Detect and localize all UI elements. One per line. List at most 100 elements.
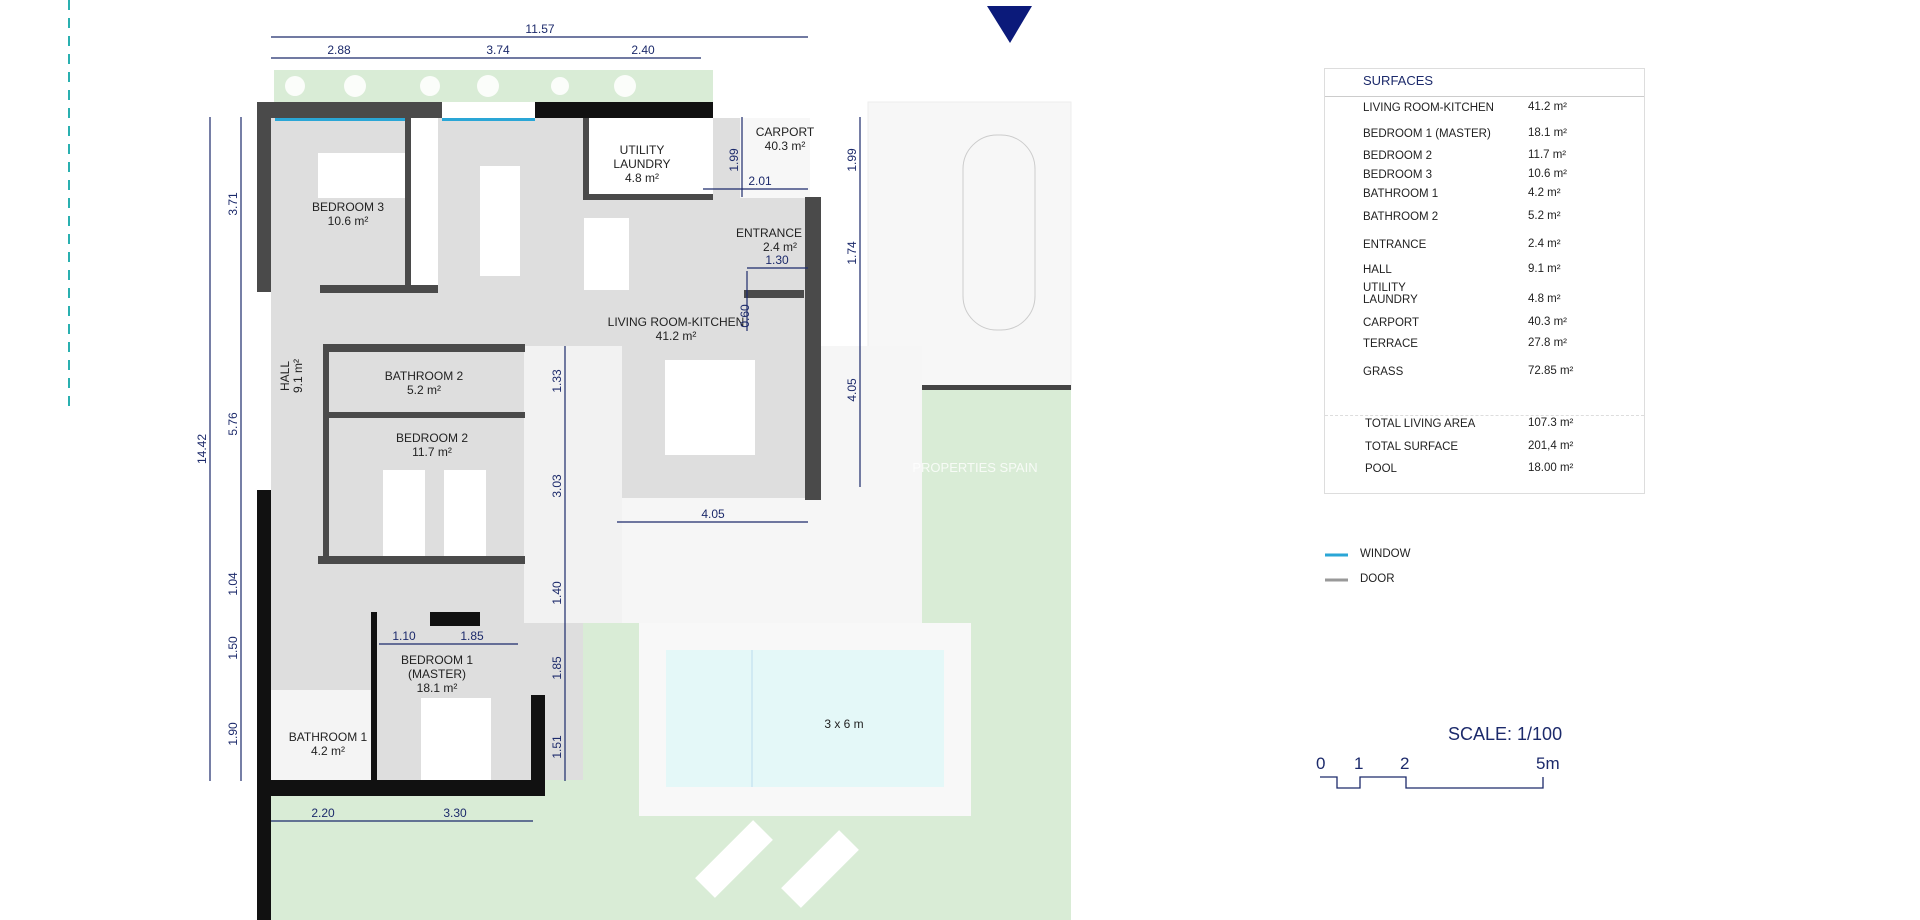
dimension-label: 1.99 [727, 148, 741, 172]
total-value: 18.00 m² [1528, 462, 1574, 474]
scale-bar [1320, 776, 1544, 789]
surface-value: 10.6 m² [1528, 168, 1567, 180]
dimension-label: 5.76 [226, 412, 240, 436]
wall-utility [583, 118, 589, 198]
wall-top-b [407, 102, 442, 118]
legend-door-label: DOOR [1360, 573, 1395, 585]
room-area: 4.8 m² [625, 171, 659, 185]
carport-paving [867, 101, 1072, 390]
dimension-lines [209, 36, 861, 822]
pool [666, 650, 944, 787]
sun-loungers [695, 820, 859, 908]
north-arrow-icon [987, 6, 1032, 43]
room-area: 40.3 m² [765, 139, 806, 153]
dimension-label: 0.60 [738, 304, 752, 328]
room-area: 11.7 m² [412, 445, 452, 459]
dimension-label: 1.90 [226, 722, 240, 746]
total-value: 107.3 m² [1528, 417, 1574, 429]
dimension-label: 14.42 [195, 434, 209, 464]
total-label: TOTAL LIVING AREA [1365, 418, 1476, 430]
room-name: BEDROOM 1 [401, 653, 473, 667]
divider [1325, 96, 1644, 97]
dimension-label: 1.10 [392, 629, 416, 643]
total-label: TOTAL SURFACE [1365, 441, 1459, 453]
carport-wall [868, 385, 1071, 390]
dimension-label: 1.74 [845, 241, 859, 265]
room-area: 41.2 m² [656, 329, 697, 343]
surface-value: 2.4 m² [1528, 238, 1561, 250]
surface-value: 5.2 m² [1528, 210, 1561, 222]
room-name: HALL [278, 361, 292, 391]
wall-bedroom2-left [323, 344, 329, 560]
wall-bedroom3 [405, 118, 411, 290]
wall-master-left [371, 612, 377, 782]
dimension-label: 1.51 [550, 735, 564, 759]
surface-value: 72.85 m² [1528, 365, 1574, 377]
wall-bedroom3-bottom [320, 285, 438, 293]
pool-size: 3 x 6 m [824, 717, 863, 731]
dimension-label: 3.71 [226, 192, 240, 216]
surface-value: 27.8 m² [1528, 337, 1567, 349]
wall-entrance [744, 290, 804, 298]
room-name: LAUNDRY [613, 157, 670, 171]
window [442, 118, 535, 121]
dimension-label: 3.03 [550, 474, 564, 498]
room-name: ENTRANCE [736, 226, 802, 240]
dimension-label: 2.88 [327, 43, 351, 57]
scale-tick: 0 [1316, 754, 1326, 773]
dimension-label: 1.04 [226, 572, 240, 596]
dimension-label: 1.40 [550, 581, 564, 605]
wall-bathroom2-top [323, 344, 525, 352]
wall-left-lower [257, 490, 271, 920]
legend-window-label: WINDOW [1360, 548, 1411, 560]
surface-value: 18.1 m² [1528, 127, 1567, 139]
surface-value: 9.1 m² [1528, 263, 1561, 275]
room-name: (MASTER) [408, 667, 466, 681]
dimension-label: 2.40 [631, 43, 655, 57]
scale-title: SCALE: 1/100 [1448, 724, 1563, 744]
room-name: CARPORT [756, 125, 815, 139]
divider [1325, 415, 1644, 416]
bathroom1-floor [271, 690, 371, 780]
scale-tick: 1 [1354, 754, 1364, 773]
dimension-label: 1.85 [550, 656, 564, 680]
wall-bedroom2-bottom [318, 556, 525, 564]
patio [524, 346, 622, 623]
room-name: LIVING ROOM-KITCHEN [608, 315, 745, 329]
surface-label: TERRACE [1363, 338, 1418, 350]
dimension-label: 4.05 [701, 507, 725, 521]
dimension-label: 3.74 [486, 43, 510, 57]
dimension-label: 3.30 [443, 806, 467, 820]
surface-label: BATHROOM 1 [1363, 188, 1439, 200]
wall-master-top [430, 612, 480, 626]
dimension-label: 2.20 [311, 806, 335, 820]
dimension-label: 4.05 [845, 378, 859, 402]
room-area: 4.2 m² [311, 744, 345, 758]
surface-value: 4.8 m² [1528, 293, 1561, 305]
surface-label: BATHROOM 2 [1363, 211, 1439, 223]
room-name: BATHROOM 2 [385, 369, 464, 383]
furniture [318, 118, 755, 780]
car-outline [962, 134, 1036, 331]
wall-top-c [535, 102, 713, 118]
room-area: 18.1 m² [417, 681, 458, 695]
dimension-label: 1.30 [765, 253, 789, 267]
wall-bottom [257, 780, 545, 796]
surface-label: BEDROOM 2 [1363, 150, 1433, 162]
surface-label: BEDROOM 3 [1363, 169, 1433, 181]
room-area: 5.2 m² [407, 383, 441, 397]
surface-label: UTILITY LAUNDRY [1363, 282, 1418, 306]
wall-top [257, 102, 407, 118]
wall-right [805, 197, 821, 500]
room-area: 10.6 m² [328, 214, 369, 228]
total-value: 201,4 m² [1528, 440, 1574, 452]
shrubs [285, 75, 636, 97]
dimension-label: 11.57 [525, 22, 554, 36]
wall-master-right [531, 695, 545, 795]
surface-label: LIVING ROOM-KITCHEN [1363, 102, 1494, 114]
room-area: 2.4 m² [763, 240, 797, 254]
dimension-label: 1.85 [460, 629, 484, 643]
window [275, 118, 405, 121]
